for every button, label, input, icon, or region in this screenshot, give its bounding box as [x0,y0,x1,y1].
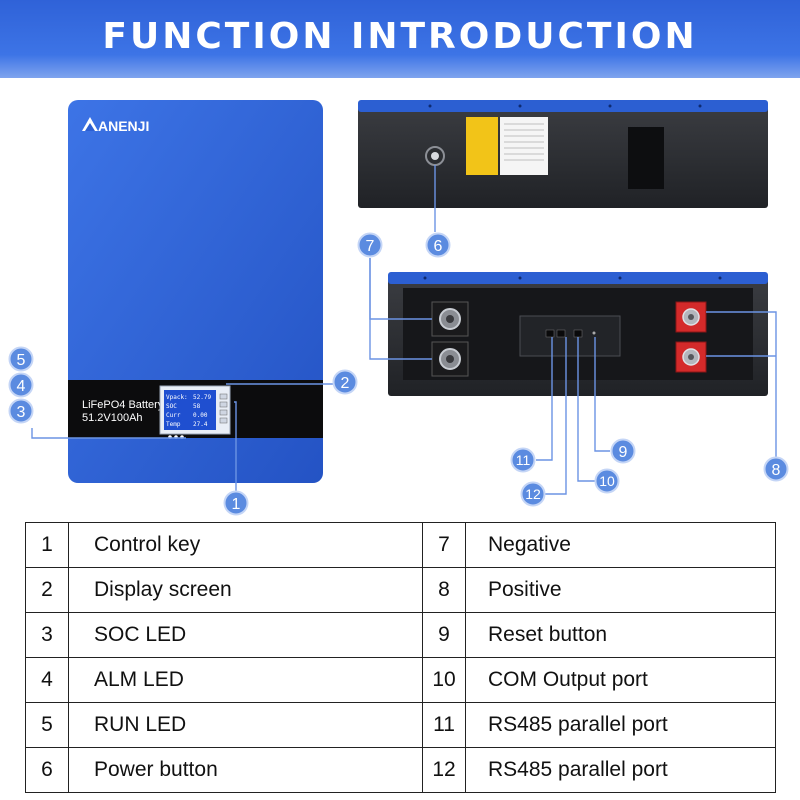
svg-text:4: 4 [17,378,26,395]
lcd-row-2-val: 0.00 [193,412,208,419]
callout-8: 8 [763,456,789,482]
rs485-port-a [545,329,555,338]
negative-terminal-top [431,301,469,337]
anenji-logo: ANENJI [82,117,149,134]
table-row: 6 Power button 12 RS485 parallel port [25,747,776,793]
item-number: 5 [25,702,69,748]
svg-text:7: 7 [366,238,375,255]
battery-front: ANENJI LiFePO4 Battery 51.2V100Ah Vpack:… [68,100,323,483]
item-label: ALM LED [68,657,423,703]
item-label: Control key [68,522,423,568]
callout-4: 4 [8,372,34,398]
lcd-row-0-val: 52.79 [193,394,211,401]
lcd-row-2-key: Curr [166,412,181,419]
item-number: 1 [25,522,69,568]
table-row: 5 RUN LED 11 RS485 parallel port [25,702,776,748]
item-number: 10 [422,657,466,703]
svg-text:6: 6 [434,238,443,255]
lcd-row-3-key: Temp [166,421,181,428]
control-key-esc [219,417,228,424]
product-illustration: ANENJI LiFePO4 Battery 51.2V100Ah Vpack:… [8,100,789,516]
positive-terminal-top [675,301,707,333]
table-row: 3 SOC LED 9 Reset button [25,612,776,658]
lcd-row-1-key: SOC [166,403,177,410]
battery-top-view [358,100,768,208]
lcd-row-0-key: Vpack: [166,394,188,401]
callout-11: 11 [510,447,536,473]
svg-text:8: 8 [772,462,781,479]
port-panel [519,315,621,357]
item-label: SOC LED [68,612,423,658]
table-row: 1 Control key 7 Negative [25,522,776,568]
control-key-down [219,401,228,408]
battery-spec-label: 51.2V100Ah [82,412,143,424]
control-key-up [219,393,228,400]
header-banner: FUNCTION INTRODUCTION [0,0,800,78]
svg-text:5: 5 [17,352,26,369]
callout-2: 2 [332,369,358,395]
item-number: 11 [422,702,466,748]
spec-label [500,117,548,175]
lcd-row-3-val: 27.4 [193,421,208,428]
item-label: Display screen [68,567,423,613]
item-label: Negative [465,522,776,568]
item-label: Reset button [465,612,776,658]
svg-text:11: 11 [516,452,531,468]
svg-text:2: 2 [341,375,350,392]
function-table: 1 Control key 7 Negative 2 Display scree… [25,522,776,793]
callout-12: 12 [520,481,546,507]
reset-button [592,331,596,335]
item-number: 6 [25,747,69,793]
warning-label [466,117,498,175]
item-number: 4 [25,657,69,703]
control-key-enter [219,409,228,416]
callout-3: 3 [8,398,34,424]
item-label: RS485 parallel port [465,747,776,793]
svg-text:12: 12 [525,486,541,502]
lcd-row-1-val: 58 [193,403,201,410]
item-label: COM Output port [465,657,776,703]
leader-lines [31,165,777,495]
positive-terminal-bottom [675,341,707,373]
page-title: FUNCTION INTRODUCTION [102,16,698,57]
table-row: 4 ALM LED 10 COM Output port [25,657,776,703]
item-number: 7 [422,522,466,568]
callout-markers: 1 2 3 4 5 6 7 8 9 10 11 12 [8,232,789,516]
svg-text:3: 3 [17,404,26,421]
svg-text:9: 9 [619,444,628,461]
item-number: 2 [25,567,69,613]
item-label: RS485 parallel port [465,702,776,748]
lcd-panel [164,390,216,430]
callout-7: 7 [357,232,383,258]
com-output-port [573,329,583,338]
item-label: Positive [465,567,776,613]
callout-9: 9 [610,438,636,464]
item-number: 9 [422,612,466,658]
callout-6: 6 [425,232,451,258]
handle-slot [628,127,664,189]
rs485-port-b [556,329,566,338]
item-label: Power button [68,747,423,793]
battery-model-label: LiFePO4 Battery [82,399,164,411]
negative-terminal-bottom [431,341,469,377]
svg-text:10: 10 [599,473,615,489]
callout-5: 5 [8,346,34,372]
item-label: RUN LED [68,702,423,748]
brand-logo-text: ANENJI [98,118,149,134]
callout-10: 10 [594,468,620,494]
display-screen: Vpack: 52.79 SOC 58 Curr 0.00 Temp 27.4 [159,385,231,435]
battery-terminal-view [388,272,768,396]
item-number: 12 [422,747,466,793]
item-number: 3 [25,612,69,658]
table-row: 2 Display screen 8 Positive [25,567,776,613]
item-number: 8 [422,567,466,613]
svg-text:1: 1 [232,496,241,513]
callout-1: 1 [223,490,249,516]
